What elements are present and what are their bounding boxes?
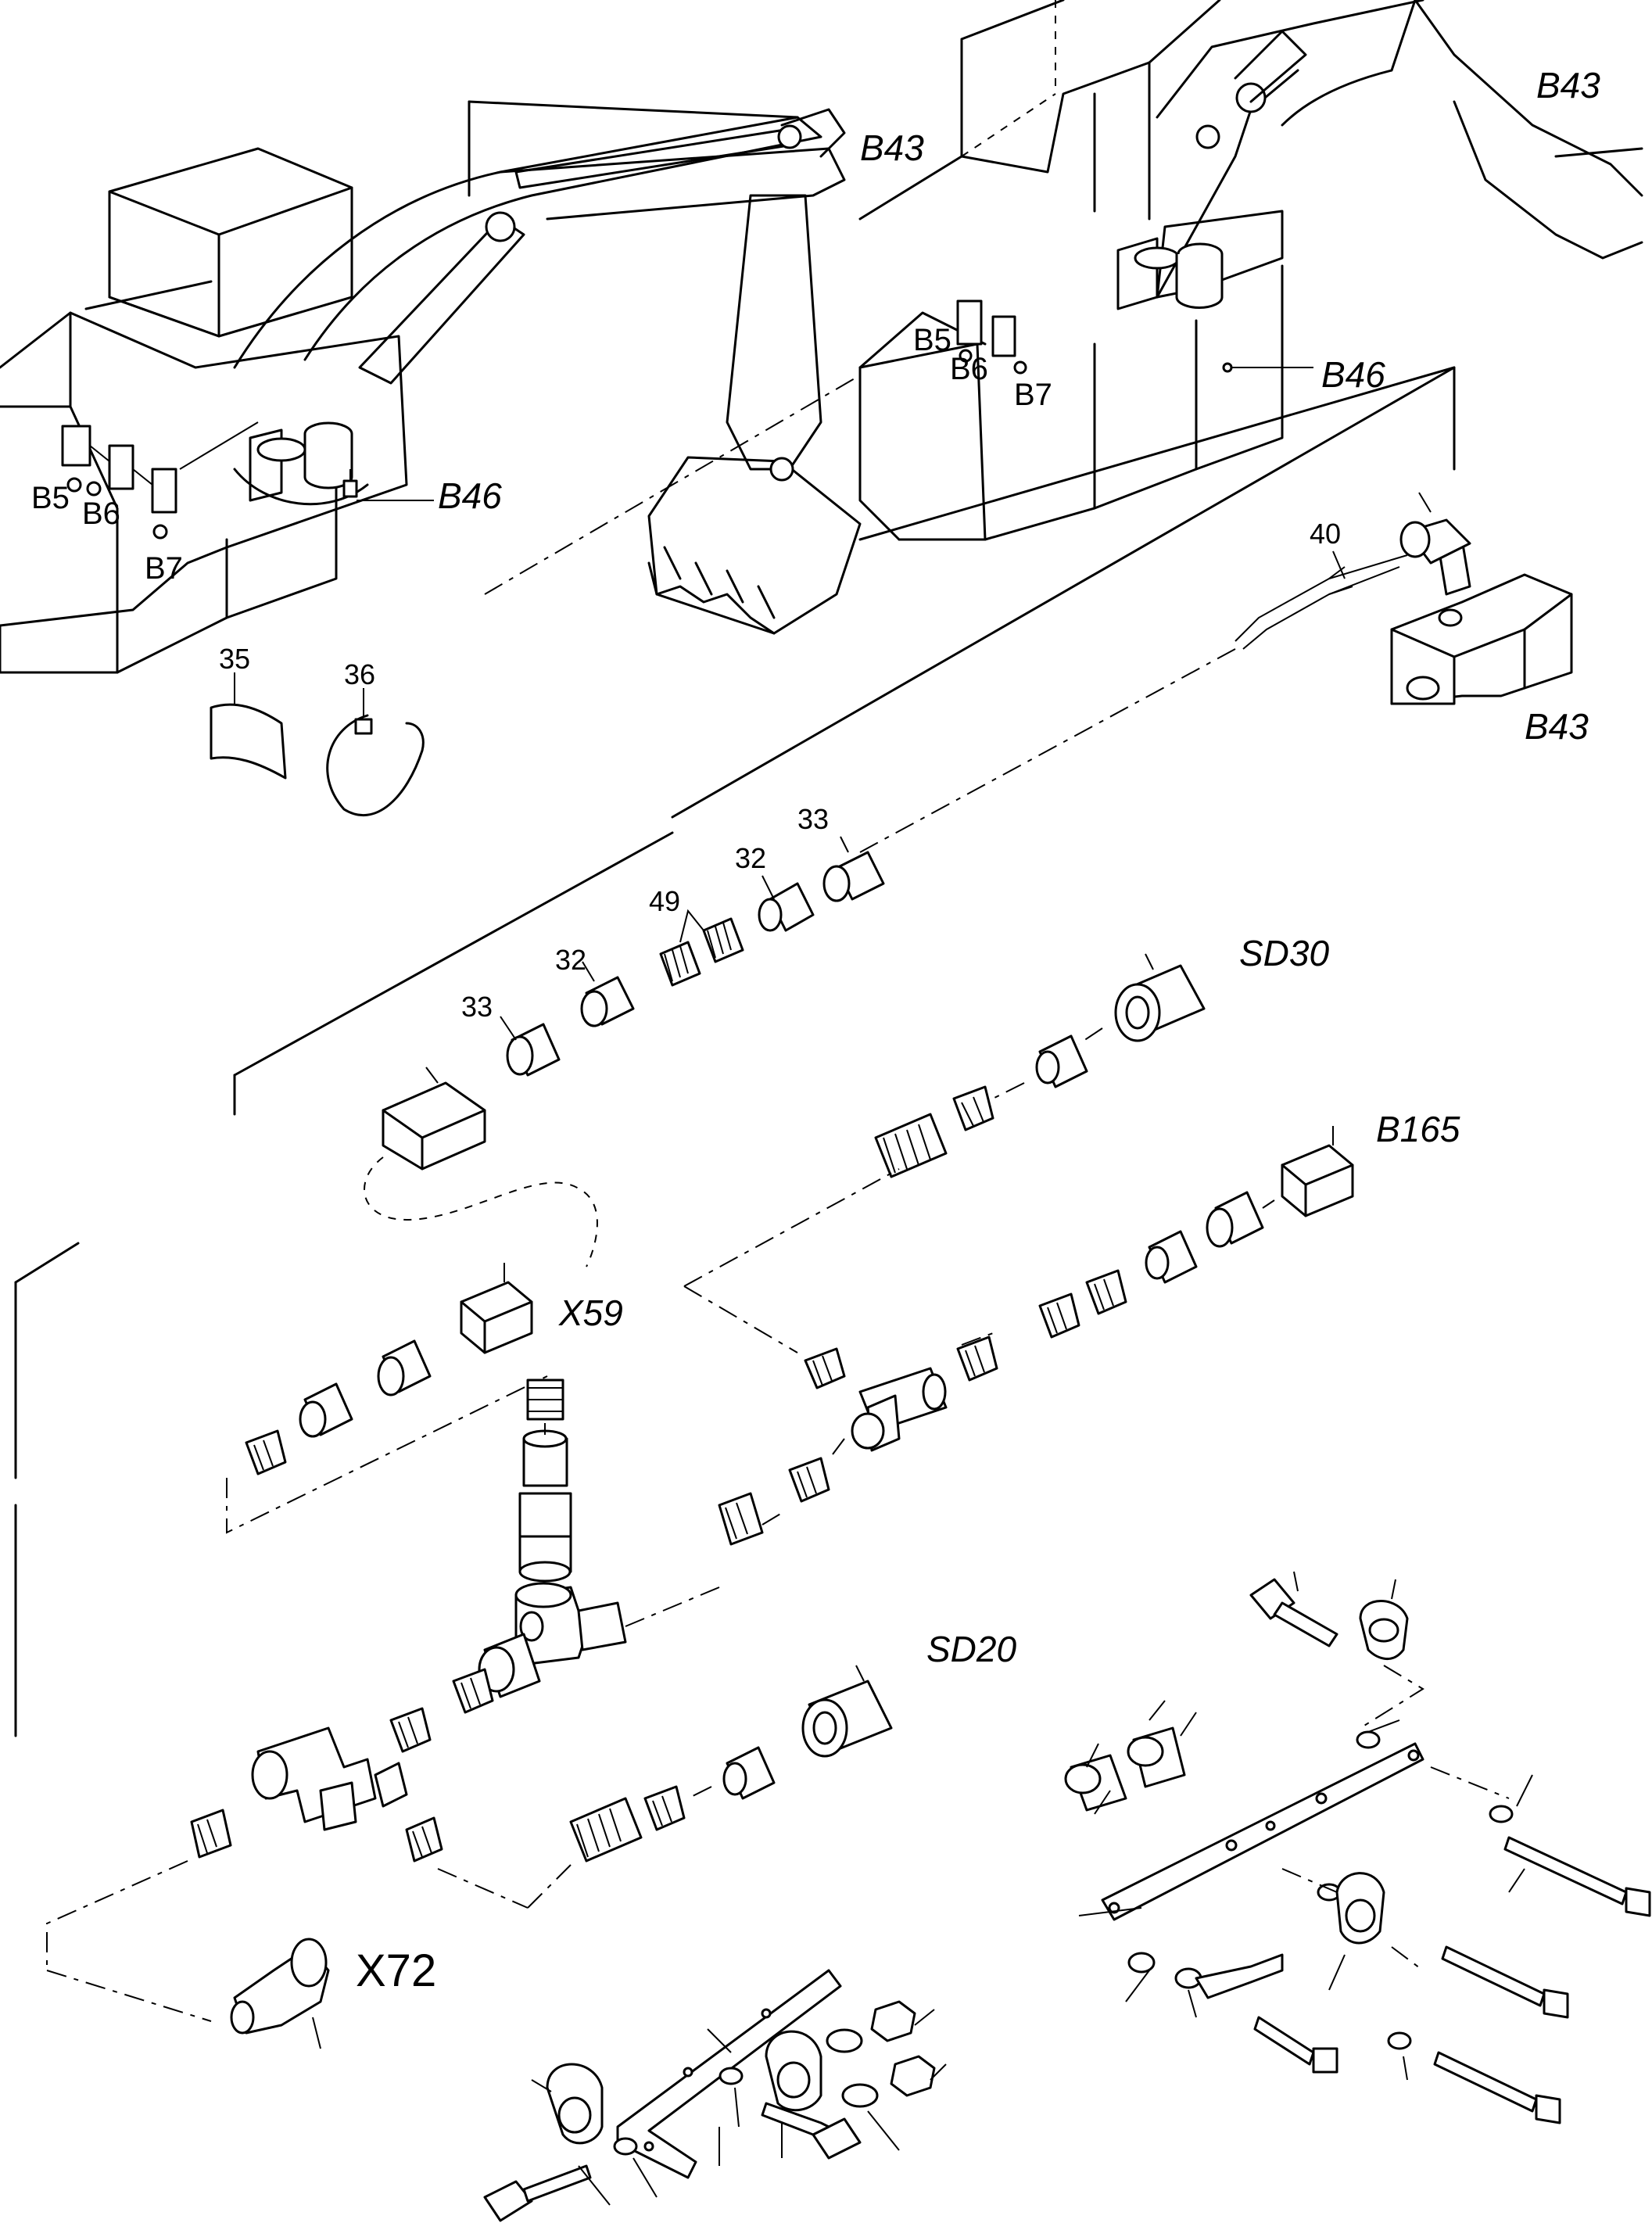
callout-36: 36 [344, 658, 375, 690]
label-sd20: SD20 [926, 1629, 1016, 1669]
label-x59: X59 [558, 1292, 623, 1333]
right-machine-view [858, 0, 1643, 541]
callout-33-right: 33 [797, 803, 829, 835]
label-b5-left: B5 [31, 481, 70, 515]
label-b7-right: B7 [1014, 378, 1052, 412]
label-b46-left: B46 [438, 475, 502, 516]
label-x72: X72 [356, 1945, 436, 1996]
label-b165: B165 [1376, 1109, 1460, 1149]
label-b6-right: B6 [950, 352, 988, 386]
vertical-stack [478, 1379, 720, 1698]
callout-32-right: 32 [735, 842, 766, 874]
center-tee [718, 1332, 994, 1546]
left-machine-view [0, 100, 862, 674]
sd30-branch [874, 953, 1206, 1178]
labels: B43 B43 B43 B46 B46 B5 B6 B7 B5 B6 B7 SD… [31, 65, 1600, 1996]
items-35-36 [210, 672, 425, 816]
bottom-bracket [483, 1969, 947, 2222]
callout-40: 40 [1310, 518, 1341, 550]
sd20-branch [437, 1665, 893, 1909]
label-b43-sensor: B43 [1525, 706, 1589, 747]
b165-branch [683, 1126, 1354, 1382]
label-b5-right: B5 [913, 323, 951, 357]
right-bracket [1064, 1571, 1651, 2124]
lower-left-tee [46, 1668, 494, 2049]
label-sd30: SD30 [1239, 933, 1329, 973]
label-b6-left: B6 [82, 497, 120, 531]
upper-hose-chain [364, 375, 885, 1267]
label-b43-top-left: B43 [860, 127, 924, 168]
callout-35: 35 [219, 643, 250, 675]
x59-branch [226, 1263, 548, 1534]
label-b46-right: B46 [1321, 354, 1385, 395]
label-b43-top-right: B43 [1536, 65, 1600, 106]
callout-49: 49 [649, 885, 680, 917]
callout-33-left: 33 [461, 991, 493, 1023]
frame-lines [14, 366, 1456, 1737]
sensor-b43-assembly [859, 492, 1573, 853]
label-b7-left: B7 [145, 551, 183, 586]
callout-32-left: 32 [555, 944, 586, 976]
